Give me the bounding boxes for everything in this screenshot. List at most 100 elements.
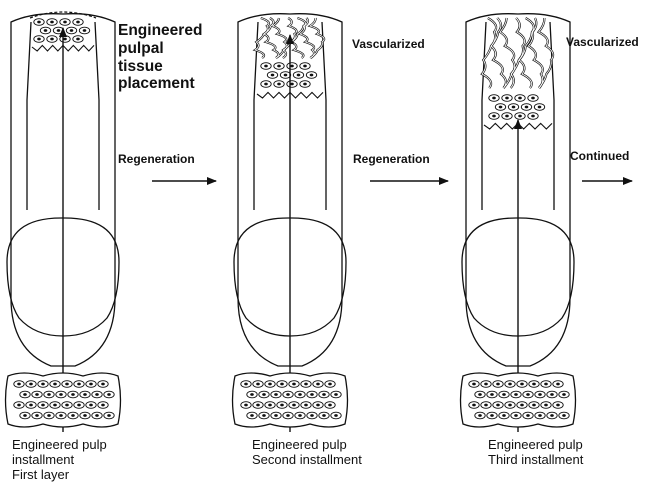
cell-nucleus bbox=[310, 414, 314, 417]
cell-nucleus bbox=[499, 106, 503, 109]
cell-nucleus bbox=[531, 97, 535, 100]
cell-nucleus bbox=[250, 414, 254, 417]
cell-nucleus bbox=[83, 29, 87, 32]
cell-nucleus bbox=[508, 383, 512, 386]
cell-nucleus bbox=[490, 393, 494, 396]
cell-nucleus bbox=[63, 38, 67, 41]
cell-nucleus bbox=[77, 404, 81, 407]
cell-nucleus bbox=[268, 383, 272, 386]
continued-label: Continued bbox=[570, 150, 629, 164]
cell-nucleus bbox=[538, 106, 542, 109]
blood-vessel bbox=[519, 18, 534, 88]
cell-nucleus bbox=[59, 414, 63, 417]
first-installment-caption: Engineered pulp installment First layer bbox=[12, 438, 107, 483]
canal-wall-right bbox=[95, 22, 99, 210]
cell-nucleus bbox=[303, 83, 307, 86]
cell-nucleus bbox=[525, 106, 529, 109]
canal-wall-left bbox=[27, 22, 31, 210]
cell-nucleus bbox=[89, 404, 93, 407]
cell-nucleus bbox=[70, 29, 74, 32]
cell-nucleus bbox=[77, 383, 81, 386]
cell-nucleus bbox=[292, 404, 296, 407]
tooth-stage-3 bbox=[461, 14, 576, 432]
cell-nucleus bbox=[35, 414, 39, 417]
cell-nucleus bbox=[37, 21, 41, 24]
cell-nucleus bbox=[65, 383, 69, 386]
apex-opening bbox=[30, 12, 96, 18]
cell-nucleus bbox=[520, 404, 524, 407]
cell-nucleus bbox=[41, 383, 45, 386]
cell-nucleus bbox=[490, 414, 494, 417]
cell-nucleus bbox=[101, 383, 105, 386]
cell-nucleus bbox=[496, 383, 500, 386]
cell-nucleus bbox=[268, 404, 272, 407]
placement-label: Engineered pulpal tissue placement bbox=[118, 22, 202, 93]
cell-nucleus bbox=[538, 414, 542, 417]
blood-vessel bbox=[291, 18, 305, 58]
vascularized-label-3: Vascularized bbox=[566, 36, 639, 50]
cell-nucleus bbox=[532, 404, 536, 407]
cell-nucleus bbox=[292, 383, 296, 386]
cell-nucleus bbox=[328, 404, 332, 407]
cell-nucleus bbox=[550, 414, 554, 417]
cell-nucleus bbox=[44, 29, 48, 32]
cell-nucleus bbox=[290, 65, 294, 68]
cell-nucleus bbox=[59, 393, 63, 396]
cell-nucleus bbox=[492, 115, 496, 118]
cell-nucleus bbox=[514, 414, 518, 417]
cell-nucleus bbox=[556, 383, 560, 386]
cell-nucleus bbox=[304, 404, 308, 407]
cell-nucleus bbox=[334, 414, 338, 417]
cell-nucleus bbox=[101, 404, 105, 407]
cell-nucleus bbox=[53, 404, 57, 407]
cell-nucleus bbox=[556, 404, 560, 407]
cell-nucleus bbox=[304, 383, 308, 386]
cell-nucleus bbox=[262, 414, 266, 417]
cell-nucleus bbox=[316, 404, 320, 407]
cell-nucleus bbox=[17, 404, 21, 407]
cell-nucleus bbox=[256, 383, 260, 386]
cell-nucleus bbox=[280, 404, 284, 407]
cell-nucleus bbox=[83, 414, 87, 417]
cell-nucleus bbox=[297, 74, 301, 77]
cell-nucleus bbox=[472, 383, 476, 386]
cell-nucleus bbox=[280, 383, 284, 386]
cell-nucleus bbox=[538, 393, 542, 396]
cell-nucleus bbox=[256, 404, 260, 407]
cell-nucleus bbox=[531, 115, 535, 118]
regeneration-label-1: Regeneration bbox=[118, 153, 195, 167]
cell-nucleus bbox=[286, 414, 290, 417]
cell-nucleus bbox=[107, 393, 111, 396]
cell-nucleus bbox=[76, 38, 80, 41]
cell-nucleus bbox=[29, 383, 33, 386]
cell-nucleus bbox=[274, 414, 278, 417]
cell-nucleus bbox=[17, 383, 21, 386]
cell-nucleus bbox=[63, 21, 67, 24]
cell-nucleus bbox=[334, 393, 338, 396]
cell-nucleus bbox=[526, 414, 530, 417]
cell-nucleus bbox=[328, 383, 332, 386]
cell-nucleus bbox=[76, 21, 80, 24]
cell-nucleus bbox=[514, 393, 518, 396]
cell-nucleus bbox=[520, 383, 524, 386]
cell-nucleus bbox=[23, 414, 27, 417]
cell-nucleus bbox=[316, 383, 320, 386]
cell-nucleus bbox=[505, 115, 509, 118]
cell-nucleus bbox=[492, 97, 496, 100]
cell-nucleus bbox=[544, 404, 548, 407]
cell-nucleus bbox=[95, 414, 99, 417]
cell-nucleus bbox=[53, 383, 57, 386]
cell-nucleus bbox=[47, 414, 51, 417]
cell-nucleus bbox=[550, 393, 554, 396]
cell-nucleus bbox=[298, 393, 302, 396]
cell-nucleus bbox=[71, 393, 75, 396]
cell-nucleus bbox=[23, 393, 27, 396]
cell-nucleus bbox=[518, 115, 522, 118]
cell-nucleus bbox=[95, 393, 99, 396]
cell-nucleus bbox=[284, 74, 288, 77]
cell-nucleus bbox=[250, 393, 254, 396]
cell-nucleus bbox=[47, 393, 51, 396]
cell-nucleus bbox=[50, 21, 54, 24]
cell-nucleus bbox=[286, 393, 290, 396]
